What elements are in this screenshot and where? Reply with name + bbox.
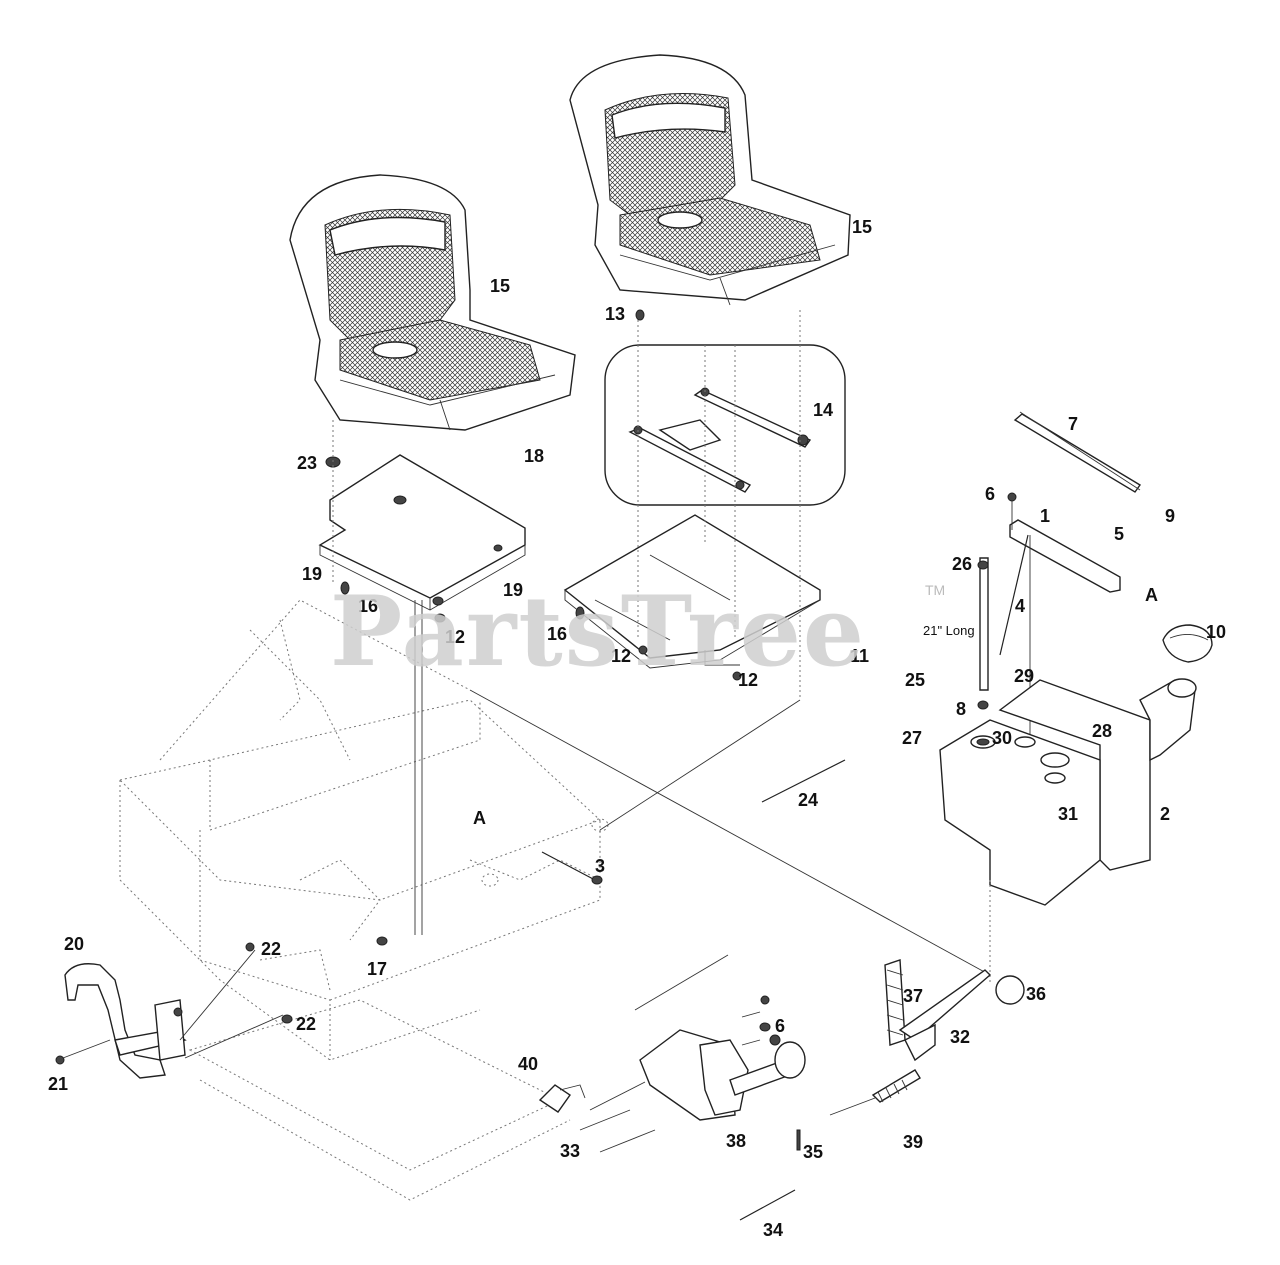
callout-35: 35: [803, 1142, 823, 1162]
callout-12c: 12: [738, 670, 758, 690]
callout-5: 5: [1114, 524, 1124, 544]
callout-33: 33: [560, 1141, 580, 1161]
callout-36: 36: [1026, 984, 1046, 1004]
callout-4: 4: [1015, 596, 1025, 616]
callout-21: 21: [48, 1074, 68, 1094]
callout-2: 2: [1160, 804, 1170, 824]
callout-24: 24: [798, 790, 818, 810]
callout-10: 10: [1206, 622, 1226, 642]
seat-plate-left: [318, 420, 526, 935]
callout-19b: 19: [503, 580, 523, 600]
rod-and-bolt: [541, 759, 846, 885]
callout-11: 11: [850, 646, 869, 666]
callout-22a: 22: [261, 939, 281, 959]
callout-37: 37: [903, 986, 923, 1006]
callout-20: 20: [64, 934, 84, 954]
callout-34: 34: [763, 1220, 783, 1240]
watermark: PartsTree: [330, 575, 866, 688]
callout-40: 40: [518, 1054, 538, 1074]
lever-assembly: [538, 954, 1025, 1221]
callout-15b: 15: [852, 217, 872, 237]
grab-bar: [55, 936, 388, 1079]
callout-25: 25: [905, 670, 925, 690]
seat-left: [289, 174, 576, 431]
callout-31: 31: [1058, 804, 1078, 824]
callout-14: 14: [813, 400, 833, 420]
callout-32: 32: [950, 1027, 970, 1047]
callout-30: 30: [992, 728, 1012, 748]
callout-12a: 12: [445, 627, 465, 647]
callout-9: 9: [1165, 506, 1175, 526]
watermark-trademark: TM: [925, 582, 945, 598]
callout-19a: 19: [302, 564, 322, 584]
callout-39: 39: [903, 1132, 923, 1152]
callout-1: 1: [1040, 506, 1050, 526]
length-annotation: 21" Long: [923, 623, 975, 638]
callout-15a: 15: [490, 276, 510, 296]
callout-13: 13: [605, 304, 625, 324]
callout-29: 29: [1014, 666, 1034, 686]
fuel-tank: [939, 411, 1213, 985]
callout-22b: 22: [296, 1014, 316, 1034]
reference-a-left: A: [473, 808, 486, 828]
seat-plate-right: [469, 309, 991, 976]
callout-16a: 16: [358, 596, 378, 616]
callout-26: 26: [952, 554, 972, 574]
callout-16b: 16: [547, 624, 567, 644]
reference-a-right: A: [1145, 585, 1158, 605]
callout-38: 38: [726, 1131, 746, 1151]
seat-right: [569, 54, 851, 306]
callout-12b: 12: [611, 646, 631, 666]
callout-23: 23: [297, 453, 317, 473]
callout-3: 3: [595, 856, 605, 876]
tractor-frame: [119, 599, 609, 1201]
callout-17: 17: [367, 959, 387, 979]
callout-labels: 1 2 3 4 5 6 6 7 8 9 10 11 12 12 12 13 14…: [48, 217, 1226, 1240]
callout-27: 27: [902, 728, 922, 748]
callout-18: 18: [524, 446, 544, 466]
callout-7: 7: [1068, 414, 1078, 434]
callout-28: 28: [1092, 721, 1112, 741]
callout-6b: 6: [775, 1016, 785, 1036]
callout-8: 8: [956, 699, 966, 719]
callout-6a: 6: [985, 484, 995, 504]
